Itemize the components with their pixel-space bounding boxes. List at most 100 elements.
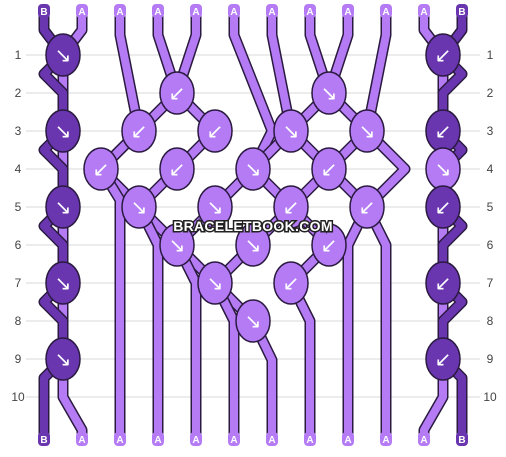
knot[interactable]: ↙ — [273, 185, 309, 229]
knot[interactable]: ↙ — [425, 109, 461, 153]
knot-oval[interactable] — [311, 223, 347, 267]
top-string-label-letter: A — [344, 7, 351, 18]
knot[interactable]: ↙ — [311, 223, 347, 267]
knot[interactable]: ↘ — [197, 185, 233, 229]
knot-oval[interactable] — [425, 185, 461, 229]
knot-arrow-icon: ↙ — [435, 349, 452, 371]
knot[interactable]: ↘ — [235, 147, 271, 191]
knot-oval[interactable] — [349, 185, 385, 229]
knot-oval[interactable] — [273, 261, 309, 305]
knot-arrow-icon: ↙ — [321, 159, 338, 181]
knot-oval[interactable] — [425, 337, 461, 381]
knot-oval[interactable] — [349, 109, 385, 153]
knot-oval[interactable] — [159, 147, 195, 191]
bottom-string-label-cap — [38, 432, 50, 446]
knot-arrow-icon: ↘ — [207, 273, 224, 295]
knot-arrow-icon: ↘ — [55, 121, 72, 143]
knot-oval[interactable] — [197, 185, 233, 229]
bottom-string-label-letter: A — [192, 435, 199, 446]
knot-oval[interactable] — [121, 185, 157, 229]
knot-arrow-icon: ↙ — [435, 273, 452, 295]
knot-oval[interactable] — [83, 147, 119, 191]
bottom-string-label-cap — [190, 432, 202, 446]
top-string-label-cap — [418, 4, 430, 18]
knot[interactable]: ↙ — [121, 109, 157, 153]
row-label-right: 3 — [487, 124, 494, 138]
knot[interactable]: ↘ — [45, 337, 81, 381]
knot-oval[interactable] — [45, 109, 81, 153]
string-a5 — [135, 8, 219, 444]
top-string-label-letter: B — [458, 7, 465, 18]
knot[interactable]: ↙ — [425, 185, 461, 229]
knot-oval[interactable] — [425, 33, 461, 77]
top-string-label-letter: A — [268, 7, 275, 18]
knot-arrow-icon: ↙ — [93, 159, 110, 181]
knot[interactable]: ↘ — [45, 261, 81, 305]
knot[interactable]: ↙ — [273, 261, 309, 305]
knot[interactable]: ↘ — [235, 223, 271, 267]
knot[interactable]: ↘ — [121, 185, 157, 229]
knot-oval[interactable] — [235, 147, 271, 191]
knot[interactable]: ↘ — [273, 109, 309, 153]
top-string-label-letter: A — [382, 7, 389, 18]
top-string-label-letter: A — [306, 7, 313, 18]
knot[interactable]: ↘ — [235, 299, 271, 343]
top-string-label-letter: A — [116, 7, 123, 18]
knot-oval[interactable] — [45, 33, 81, 77]
top-string-label-cap — [342, 4, 354, 18]
knot[interactable]: ↙ — [349, 185, 385, 229]
knot-oval[interactable] — [45, 261, 81, 305]
knot-oval[interactable] — [159, 223, 195, 267]
row-label-left: 3 — [15, 124, 22, 138]
knot[interactable]: ↘ — [311, 71, 347, 115]
knot-oval[interactable] — [235, 223, 271, 267]
knot-arrow-icon: ↙ — [169, 83, 186, 105]
bottom-string-label-cap — [266, 432, 278, 446]
knot-arrow-icon: ↙ — [435, 197, 452, 219]
knot[interactable]: ↙ — [425, 261, 461, 305]
bottom-string-label-letter: A — [306, 435, 313, 446]
knot-oval[interactable] — [159, 71, 195, 115]
knot[interactable]: ↘ — [45, 109, 81, 153]
knot-oval[interactable] — [425, 261, 461, 305]
knot[interactable]: ↙ — [425, 337, 461, 381]
knot-arrow-icon: ↘ — [55, 349, 72, 371]
knot-oval[interactable] — [273, 109, 309, 153]
knot-arrow-icon: ↙ — [283, 197, 300, 219]
top-string-label-letter: A — [420, 7, 427, 18]
knot-oval[interactable] — [45, 337, 81, 381]
knot-oval[interactable] — [197, 109, 233, 153]
knot[interactable]: ↘ — [425, 147, 461, 191]
row-label-left: 1 — [15, 48, 22, 62]
top-string-label-cap — [38, 4, 50, 18]
knot[interactable]: ↘ — [197, 261, 233, 305]
knot-arrow-icon: ↙ — [131, 121, 148, 143]
knot[interactable]: ↙ — [159, 71, 195, 115]
knot-oval[interactable] — [121, 109, 157, 153]
knot-arrow-icon: ↘ — [169, 235, 186, 257]
bottom-string-label-cap — [152, 432, 164, 446]
knot-oval[interactable] — [311, 71, 347, 115]
row-label-right: 7 — [487, 276, 494, 290]
knot-oval[interactable] — [273, 185, 309, 229]
knot-arrow-icon: ↘ — [55, 45, 72, 67]
knot[interactable]: ↙ — [83, 147, 119, 191]
knot[interactable]: ↘ — [349, 109, 385, 153]
knot[interactable]: ↙ — [159, 147, 195, 191]
knot[interactable]: ↘ — [45, 185, 81, 229]
knot-oval[interactable] — [45, 185, 81, 229]
string-a9 — [325, 8, 409, 444]
knot[interactable]: ↘ — [159, 223, 195, 267]
knot-oval[interactable] — [197, 261, 233, 305]
knot[interactable]: ↙ — [311, 147, 347, 191]
knot-oval[interactable] — [235, 299, 271, 343]
string-a6 — [173, 8, 276, 444]
knot[interactable]: ↙ — [197, 109, 233, 153]
bottom-string-label-cap — [418, 432, 430, 446]
knot-oval[interactable] — [311, 147, 347, 191]
knot[interactable]: ↙ — [425, 33, 461, 77]
knot[interactable]: ↘ — [45, 33, 81, 77]
